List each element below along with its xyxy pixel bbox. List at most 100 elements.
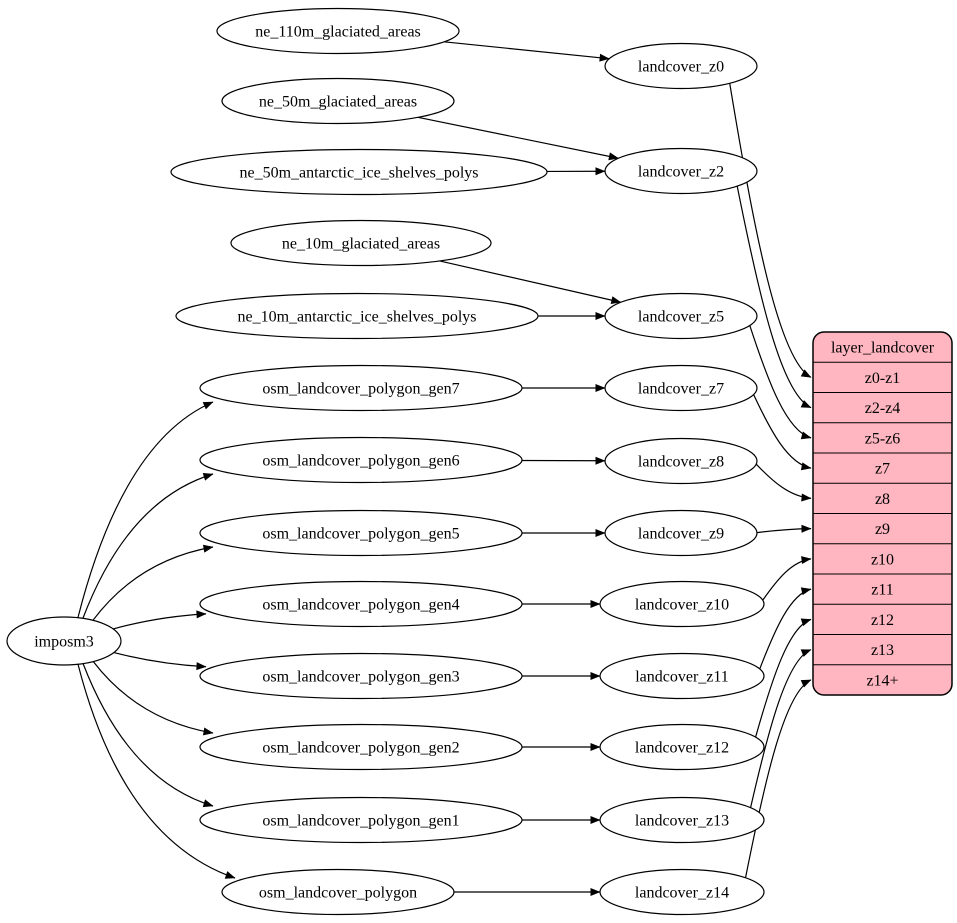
node-shape-landcover_z2	[604, 147, 758, 195]
node-label-landcover_z0: landcover_z0	[638, 59, 724, 76]
node-shape-landcover_z11	[599, 652, 765, 700]
table-row-z11: z11	[871, 582, 894, 599]
node-shape-landcover_z7	[604, 364, 758, 412]
node-shape-osm_landcover_polygon_gen3	[199, 652, 523, 700]
node-landcover_z7: landcover_z7	[604, 364, 758, 412]
node-shape-osm_landcover_polygon_gen7	[199, 364, 523, 412]
edge-ne_50m_glaciated_areas-to-landcover_z2	[417, 116, 619, 161]
table-row-z2-z4: z2-z4	[865, 400, 901, 417]
node-shape-landcover_z9	[604, 509, 758, 557]
node-osm_landcover_polygon: osm_landcover_polygon	[221, 868, 455, 916]
node-shape-landcover_z13	[599, 796, 765, 844]
node-label-ne_50m_antarctic_ice_shelves_polys: ne_50m_antarctic_ice_shelves_polys	[239, 165, 478, 182]
node-label-landcover_z5: landcover_z5	[638, 309, 724, 326]
node-label-landcover_z7: landcover_z7	[638, 381, 724, 398]
node-shape-landcover_z0	[604, 42, 758, 90]
node-shape-imposm3	[6, 616, 122, 666]
node-landcover_z11: landcover_z11	[599, 652, 765, 700]
node-shape-osm_landcover_polygon	[221, 868, 455, 916]
node-shape-landcover_z5	[604, 292, 758, 340]
node-shape-ne_10m_antarctic_ice_shelves_polys	[175, 292, 539, 340]
edge-landcover_z5-to-z5-z6	[749, 325, 812, 440]
node-osm_landcover_polygon_gen2: osm_landcover_polygon_gen2	[199, 723, 523, 771]
table-row-z12: z12	[871, 612, 894, 629]
node-shape-ne_50m_antarctic_ice_shelves_polys	[170, 148, 548, 196]
node-shape-landcover_z10	[599, 580, 765, 628]
node-shape-landcover_z8	[604, 437, 758, 485]
node-osm_landcover_polygon_gen7: osm_landcover_polygon_gen7	[199, 364, 523, 412]
node-label-landcover_z10: landcover_z10	[635, 597, 729, 614]
edge-imposm3-to-osm_landcover_polygon_gen4	[113, 610, 207, 630]
node-ne_10m_glaciated_areas: ne_10m_glaciated_areas	[230, 219, 492, 267]
node-ne_50m_glaciated_areas: ne_50m_glaciated_areas	[221, 77, 455, 125]
node-shape-osm_landcover_polygon_gen5	[199, 509, 523, 557]
node-shape-ne_110m_glaciated_areas	[216, 7, 460, 55]
node-label-osm_landcover_polygon_gen2: osm_landcover_polygon_gen2	[262, 740, 459, 757]
node-landcover_z8: landcover_z8	[604, 437, 758, 485]
node-label-osm_landcover_polygon_gen4: osm_landcover_polygon_gen4	[262, 597, 459, 614]
node-osm_landcover_polygon_gen1: osm_landcover_polygon_gen1	[199, 796, 523, 844]
edge-landcover_z10-to-z10	[762, 556, 812, 601]
node-imposm3: imposm3	[6, 616, 122, 666]
edge-imposm3-to-osm_landcover_polygon	[77, 664, 236, 879]
node-osm_landcover_polygon_gen3: osm_landcover_polygon_gen3	[199, 652, 523, 700]
node-landcover_z14: landcover_z14	[599, 868, 765, 916]
edge-landcover_z9-to-z9	[756, 524, 812, 534]
node-label-osm_landcover_polygon: osm_landcover_polygon	[259, 885, 417, 902]
node-landcover_z0: landcover_z0	[604, 42, 758, 90]
edge-imposm3-to-osm_landcover_polygon_gen6	[82, 472, 214, 619]
node-shape-osm_landcover_polygon_gen6	[199, 436, 523, 484]
table-row-z5-z6: z5-z6	[865, 430, 901, 447]
edge-landcover_z14-to-z14+	[744, 679, 812, 878]
table-row-z14+: z14+	[866, 672, 898, 689]
node-label-ne_10m_glaciated_areas: ne_10m_glaciated_areas	[282, 236, 440, 253]
node-label-landcover_z12: landcover_z12	[635, 740, 729, 757]
edge-ne_10m_glaciated_areas-to-landcover_z5	[439, 260, 622, 305]
table-row-z9: z9	[875, 521, 890, 538]
edge-landcover_z7-to-z7	[753, 394, 812, 471]
table-layer_landcover: layer_landcoverz0-z1z2-z4z5-z6z7z8z9z10z…	[812, 331, 953, 696]
node-osm_landcover_polygon_gen4: osm_landcover_polygon_gen4	[199, 580, 523, 628]
node-shape-landcover_z12	[599, 723, 765, 771]
node-landcover_z5: landcover_z5	[604, 292, 758, 340]
node-label-osm_landcover_polygon_gen5: osm_landcover_polygon_gen5	[262, 526, 459, 543]
node-label-landcover_z13: landcover_z13	[635, 813, 729, 830]
node-landcover_z12: landcover_z12	[599, 723, 765, 771]
edge-landcover_z11-to-z11	[759, 587, 812, 670]
node-label-landcover_z2: landcover_z2	[638, 164, 724, 181]
edge-landcover_z2-to-z2-z4	[736, 186, 812, 409]
edge-ne_110m_glaciated_areas-to-landcover_z0	[444, 41, 610, 62]
table-row-z10: z10	[871, 551, 894, 568]
node-label-ne_10m_antarctic_ice_shelves_polys: ne_10m_antarctic_ice_shelves_polys	[237, 309, 476, 326]
table-row-z13: z13	[871, 642, 894, 659]
node-shape-osm_landcover_polygon_gen1	[199, 796, 523, 844]
node-osm_landcover_polygon_gen5: osm_landcover_polygon_gen5	[199, 509, 523, 557]
node-label-osm_landcover_polygon_gen7: osm_landcover_polygon_gen7	[262, 381, 459, 398]
node-ne_50m_antarctic_ice_shelves_polys: ne_50m_antarctic_ice_shelves_polys	[170, 148, 548, 196]
edge-landcover_z8-to-z8	[755, 463, 812, 502]
node-label-landcover_z14: landcover_z14	[635, 885, 729, 902]
edge-landcover_z0-to-z0-z1	[729, 83, 812, 378]
node-landcover_z2: landcover_z2	[604, 147, 758, 195]
edge-imposm3-to-osm_landcover_polygon_gen2	[92, 661, 214, 736]
table-row-z0-z1: z0-z1	[865, 370, 901, 387]
node-shape-landcover_z14	[599, 868, 765, 916]
node-label-osm_landcover_polygon_gen3: osm_landcover_polygon_gen3	[262, 669, 459, 686]
edge-landcover_z12-to-z12	[755, 618, 812, 738]
node-label-ne_50m_glaciated_areas: ne_50m_glaciated_areas	[259, 94, 417, 111]
edge-layer	[77, 41, 812, 896]
edge-imposm3-to-osm_landcover_polygon_gen3	[113, 651, 207, 671]
node-label-ne_110m_glaciated_areas: ne_110m_glaciated_areas	[255, 24, 421, 41]
node-landcover_z13: landcover_z13	[599, 796, 765, 844]
node-landcover_z9: landcover_z9	[604, 509, 758, 557]
table-row-z7: z7	[875, 461, 890, 478]
node-label-osm_landcover_polygon_gen6: osm_landcover_polygon_gen6	[262, 453, 459, 470]
node-shape-ne_50m_glaciated_areas	[221, 77, 455, 125]
node-osm_landcover_polygon_gen6: osm_landcover_polygon_gen6	[199, 436, 523, 484]
node-ne_110m_glaciated_areas: ne_110m_glaciated_areas	[216, 7, 460, 55]
node-label-landcover_z8: landcover_z8	[638, 454, 724, 471]
node-shape-ne_10m_glaciated_areas	[230, 219, 492, 267]
node-shape-osm_landcover_polygon_gen2	[199, 723, 523, 771]
